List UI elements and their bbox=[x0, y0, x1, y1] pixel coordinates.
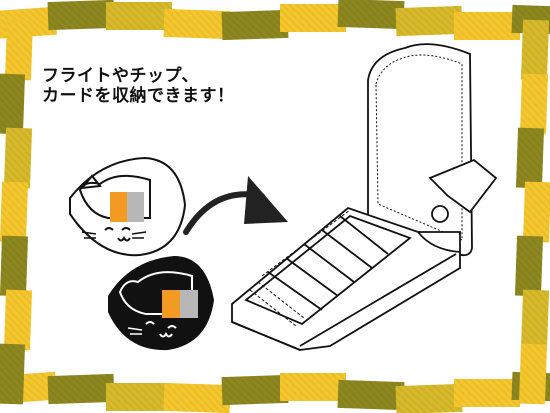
tape-strip bbox=[106, 1, 172, 30]
curved-arrow-icon bbox=[183, 176, 288, 235]
caption: フライトやチップ、 カードを収納できます！ bbox=[42, 66, 235, 106]
cat-flight-white-icon bbox=[69, 156, 187, 257]
tape-strip bbox=[454, 11, 520, 40]
tape-strip bbox=[454, 378, 520, 407]
cat-flight-black-icon bbox=[108, 256, 214, 351]
flight-case-icon bbox=[231, 43, 498, 351]
tape-strip bbox=[106, 383, 172, 412]
tape-strip bbox=[280, 3, 346, 32]
caption-line-2: カードを収納できます！ bbox=[42, 86, 235, 106]
tape-strip bbox=[280, 373, 346, 402]
caption-line-1: フライトやチップ、 bbox=[42, 66, 199, 86]
